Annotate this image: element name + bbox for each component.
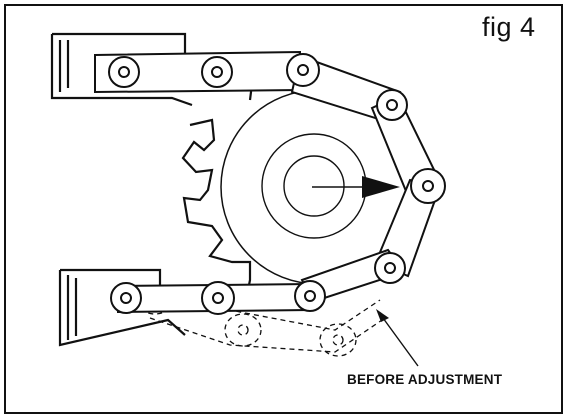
callout-before-adjustment: BEFORE ADJUSTMENT bbox=[347, 372, 503, 387]
figure-border bbox=[4, 4, 563, 414]
hub-inner bbox=[283, 155, 345, 217]
chain-after-adjustment bbox=[94, 50, 446, 315]
adjustment-direction-arrow-icon bbox=[312, 176, 400, 198]
upper-swing-arm bbox=[50, 32, 193, 107]
callout-leader-arrow-icon bbox=[376, 309, 419, 367]
figure-label: fig 4 bbox=[482, 12, 536, 42]
